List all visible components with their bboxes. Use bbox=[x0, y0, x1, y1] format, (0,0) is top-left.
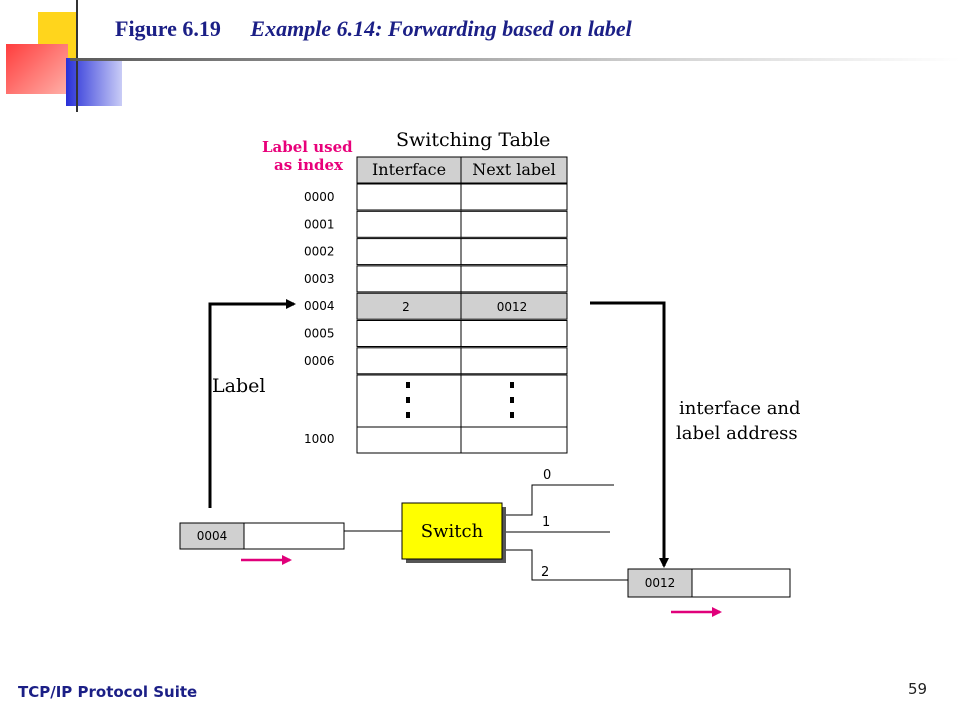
result-arrow bbox=[590, 301, 669, 568]
row-last-next bbox=[460, 426, 568, 454]
row-4-next-label-cell bbox=[460, 292, 568, 320]
port-2-link bbox=[506, 549, 628, 581]
index-caption-line2: as index bbox=[274, 156, 344, 174]
row-3-next-label-cell bbox=[460, 265, 568, 293]
label-lookup-arrow bbox=[208, 299, 296, 508]
row-0-next-label-cell bbox=[460, 183, 568, 211]
row-5-interface-cell bbox=[356, 320, 462, 347]
col-interface-label: Interface bbox=[372, 160, 446, 179]
incoming-packet-label-cell bbox=[179, 522, 245, 550]
corner-square-blue bbox=[66, 58, 122, 106]
incoming-packet-body bbox=[243, 522, 345, 550]
slide-title: Figure 6.19 Example 6.14: Forwarding bas… bbox=[115, 16, 632, 42]
figure-number: Figure 6.19 bbox=[115, 16, 221, 41]
row-4-interface-value: 2 bbox=[402, 300, 410, 314]
row-0-interface-cell bbox=[356, 183, 462, 211]
result-text-line2: label address bbox=[676, 423, 798, 444]
footer-suite-name: TCP/IP Protocol Suite bbox=[18, 683, 198, 701]
row-index-1: 0001 bbox=[304, 217, 335, 231]
row-4-next-label-value: 0012 bbox=[497, 300, 528, 314]
row-last-interface bbox=[356, 426, 462, 454]
row-index-2: 0002 bbox=[304, 245, 335, 259]
corner-square-red bbox=[6, 44, 68, 94]
table-title: Switching Table bbox=[396, 129, 550, 151]
corner-vertical-line bbox=[76, 0, 78, 112]
outgoing-packet-label: 0012 bbox=[645, 576, 676, 590]
row-4-interface-cell bbox=[356, 292, 462, 320]
port-2-label: 2 bbox=[541, 565, 549, 580]
row-1-interface-cell bbox=[356, 210, 462, 238]
row-index-last: 1000 bbox=[304, 432, 335, 446]
switch-label: Switch bbox=[421, 521, 484, 542]
ellipsis-dots bbox=[406, 382, 514, 418]
page-number: 59 bbox=[908, 680, 928, 698]
port-0-label: 0 bbox=[543, 468, 551, 483]
col-next-label-label: Next label bbox=[472, 160, 556, 179]
row-index-5: 0005 bbox=[304, 327, 335, 341]
table-body: 0000 0001 0002 0003 0004 2 0012 0005 0006 bbox=[304, 183, 568, 375]
outgoing-packet-body bbox=[691, 568, 791, 598]
table-header-next-label bbox=[460, 156, 568, 184]
row-index-3: 0003 bbox=[304, 272, 335, 286]
row-2-interface-cell bbox=[356, 238, 462, 266]
label-text: Label bbox=[212, 375, 265, 397]
title-rule bbox=[70, 58, 960, 61]
row-5-next-label-cell bbox=[460, 320, 568, 347]
row-index-6: 0006 bbox=[304, 354, 335, 368]
row-6-next-label-cell bbox=[460, 347, 568, 375]
row-1-next-label-cell bbox=[460, 210, 568, 238]
row-2-next-label-cell bbox=[460, 238, 568, 266]
figure-caption: Example 6.14: Forwarding based on label bbox=[250, 16, 632, 41]
row-3-interface-cell bbox=[356, 265, 462, 293]
outgoing-packet-label-cell bbox=[627, 568, 693, 598]
index-caption-line1: Label used bbox=[262, 138, 353, 156]
incoming-packet-label: 0004 bbox=[197, 529, 228, 543]
table-header-interface bbox=[356, 156, 462, 184]
port-0-link bbox=[506, 484, 614, 516]
row-index-0: 0000 bbox=[304, 190, 335, 204]
port-1-label: 1 bbox=[542, 515, 550, 530]
result-text-line1: interface and bbox=[679, 398, 801, 419]
switch-box bbox=[401, 502, 503, 560]
row-index-4: 0004 bbox=[304, 299, 335, 313]
row-6-interface-cell bbox=[356, 347, 462, 375]
